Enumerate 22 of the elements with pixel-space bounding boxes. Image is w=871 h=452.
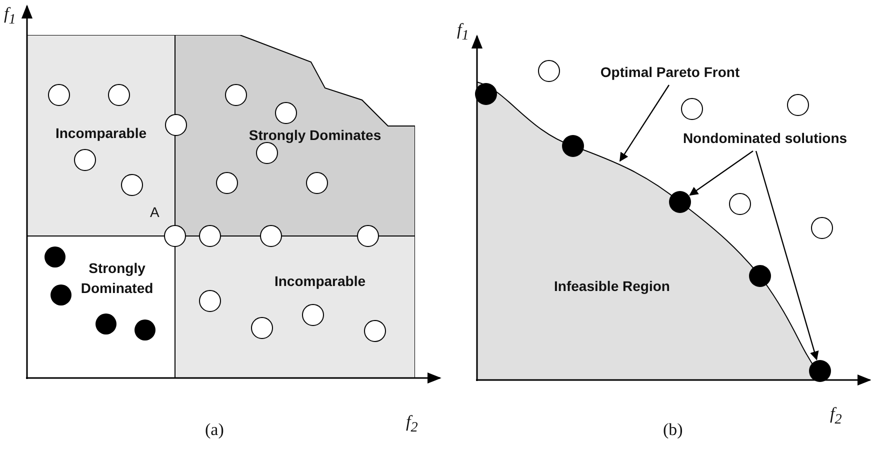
region xyxy=(175,35,415,236)
panel-caption: (a) xyxy=(205,420,224,440)
axis-label: f$_{1}$ xyxy=(4,4,16,28)
region xyxy=(27,35,175,236)
leader-arrow xyxy=(755,150,819,360)
axis-label: f$_{2}$ xyxy=(830,404,842,428)
leader-arrow xyxy=(689,150,754,196)
region-label: Infeasible Region xyxy=(553,277,671,296)
axis-label: f$_{2}$ xyxy=(406,412,418,436)
leader-arrow xyxy=(620,84,670,162)
region-label: Strongly Dominated xyxy=(80,259,154,298)
axis-label: f$_{1}$ xyxy=(457,20,469,44)
panel-caption: (b) xyxy=(663,420,683,440)
callout-text: Optimal Pareto Front xyxy=(590,62,750,84)
point-label: A xyxy=(150,204,160,220)
region-label: Strongly Dominates xyxy=(248,126,382,145)
region-label: Incomparable xyxy=(273,272,367,291)
solid-dot xyxy=(749,265,771,287)
region xyxy=(175,236,415,378)
region xyxy=(27,236,175,378)
region-label: Incomparable xyxy=(54,124,148,143)
callout-text: Nondominated solutions xyxy=(670,128,860,150)
